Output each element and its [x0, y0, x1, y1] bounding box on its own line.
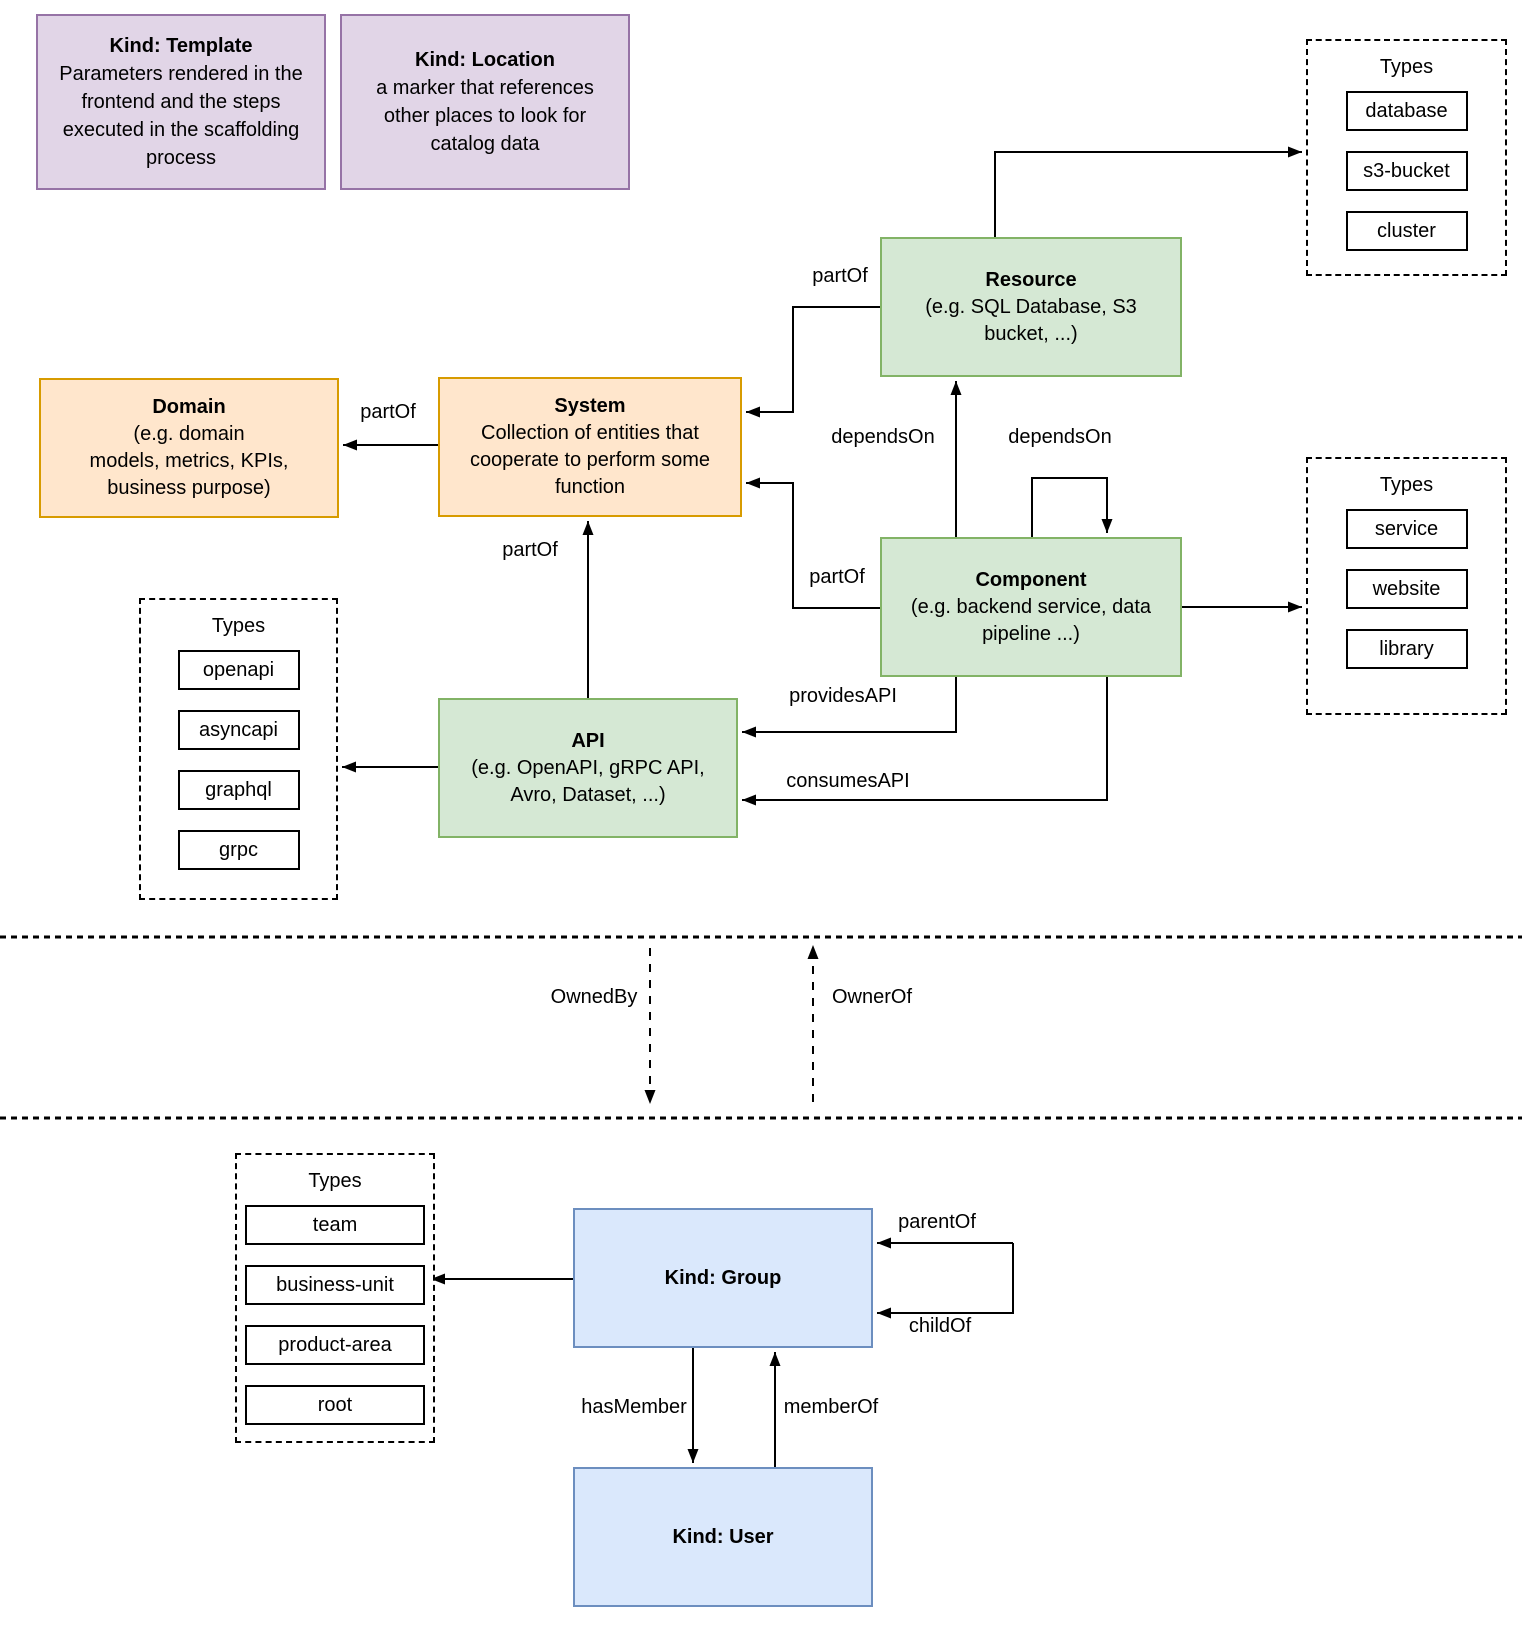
component-types-box: Types service website library [1306, 457, 1507, 715]
node-user: Kind: User [573, 1467, 873, 1607]
user-title: Kind: User [672, 1525, 774, 1548]
component-title: Component [975, 568, 1087, 591]
label-providesapi: providesAPI [789, 685, 897, 707]
node-component: Component (e.g. backend service, data pi… [880, 537, 1182, 677]
node-group: Kind: Group [573, 1208, 873, 1348]
type-item-library: library [1345, 629, 1468, 669]
label-partof-api-system: partOf [502, 539, 558, 561]
group-title: Kind: Group [664, 1266, 782, 1289]
node-kind-template: Kind: Template Parameters rendered in th… [36, 14, 326, 190]
component-types-title: Types [1379, 474, 1434, 496]
kind-template-title: Kind: Template [109, 35, 253, 57]
system-description: Collection of entities that cooperate to… [469, 422, 711, 498]
type-item-website: website [1345, 569, 1468, 609]
type-item-database: database [1345, 91, 1468, 131]
system-title: System [554, 395, 626, 417]
component-description: (e.g. backend service, data pipeline ...… [910, 595, 1152, 645]
type-item-service: service [1345, 509, 1468, 549]
type-item-openapi: openapi [177, 650, 300, 690]
type-item-business-unit: business-unit [245, 1265, 425, 1305]
kind-location-description: a marker that references other places to… [376, 77, 594, 155]
type-item-graphql: graphql [177, 770, 300, 810]
node-kind-location: Kind: Location a marker that references … [340, 14, 630, 190]
type-item-root: root [245, 1385, 425, 1425]
api-types-box: Types openapi asyncapi graphql grpc [139, 598, 338, 900]
label-ownerof: OwnerOf [831, 986, 913, 1008]
label-partof-resource-system: partOf [812, 265, 868, 287]
node-system: System Collection of entities that coope… [438, 377, 742, 517]
label-ownedby: OwnedBy [550, 986, 638, 1008]
type-item-product-area: product-area [245, 1325, 425, 1365]
api-types-title: Types [211, 615, 266, 637]
type-item-cluster: cluster [1345, 211, 1468, 251]
resource-types-box: Types database s3-bucket cluster [1306, 39, 1507, 276]
node-domain: Domain (e.g. domain models, metrics, KPI… [39, 378, 339, 518]
type-item-asyncapi: asyncapi [177, 710, 300, 750]
api-title: API [571, 729, 605, 752]
label-consumesapi: consumesAPI [786, 770, 910, 792]
resource-description: (e.g. SQL Database, S3 bucket, ...) [925, 295, 1137, 345]
domain-title: Domain [152, 396, 226, 418]
label-memberof: memberOf [783, 1396, 879, 1418]
node-resource: Resource (e.g. SQL Database, S3 bucket, … [880, 237, 1182, 377]
label-hasmember: hasMember [581, 1396, 687, 1418]
resource-types-title: Types [1379, 56, 1434, 78]
type-item-team: team [245, 1205, 425, 1245]
arrow-component-providesapi [742, 677, 957, 738]
arrow-component-dependson-self [1031, 477, 1113, 537]
label-partof-system-domain: partOf [360, 401, 416, 423]
arrow-group-childof [877, 1243, 1014, 1319]
arrow-resource-types [994, 146, 1302, 237]
arrow-component-partof-system [746, 477, 880, 609]
api-description: (e.g. OpenAPI, gRPC API, Avro, Dataset, … [471, 756, 705, 806]
kind-location-title: Kind: Location [415, 49, 555, 71]
type-item-grpc: grpc [177, 830, 300, 870]
group-types-box: Types team business-unit product-area ro… [235, 1153, 435, 1443]
label-childof: childOf [908, 1315, 972, 1337]
label-dependson-component-self: dependsOn [1008, 426, 1112, 448]
arrow-component-consumesapi [742, 677, 1108, 806]
arrow-resource-partof-system [746, 306, 880, 418]
label-dependson-component-resource: dependsOn [831, 426, 935, 448]
node-api: API (e.g. OpenAPI, gRPC API, Avro, Datas… [438, 698, 738, 838]
label-partof-component-system: partOf [809, 566, 865, 588]
resource-title: Resource [985, 268, 1077, 291]
group-types-title: Types [308, 1170, 362, 1192]
label-parentof: parentOf [898, 1211, 976, 1233]
kind-template-description: Parameters rendered in the frontend and … [59, 63, 303, 169]
domain-description: (e.g. domain models, metrics, KPIs, busi… [89, 423, 289, 499]
type-item-s3-bucket: s3-bucket [1345, 151, 1468, 191]
